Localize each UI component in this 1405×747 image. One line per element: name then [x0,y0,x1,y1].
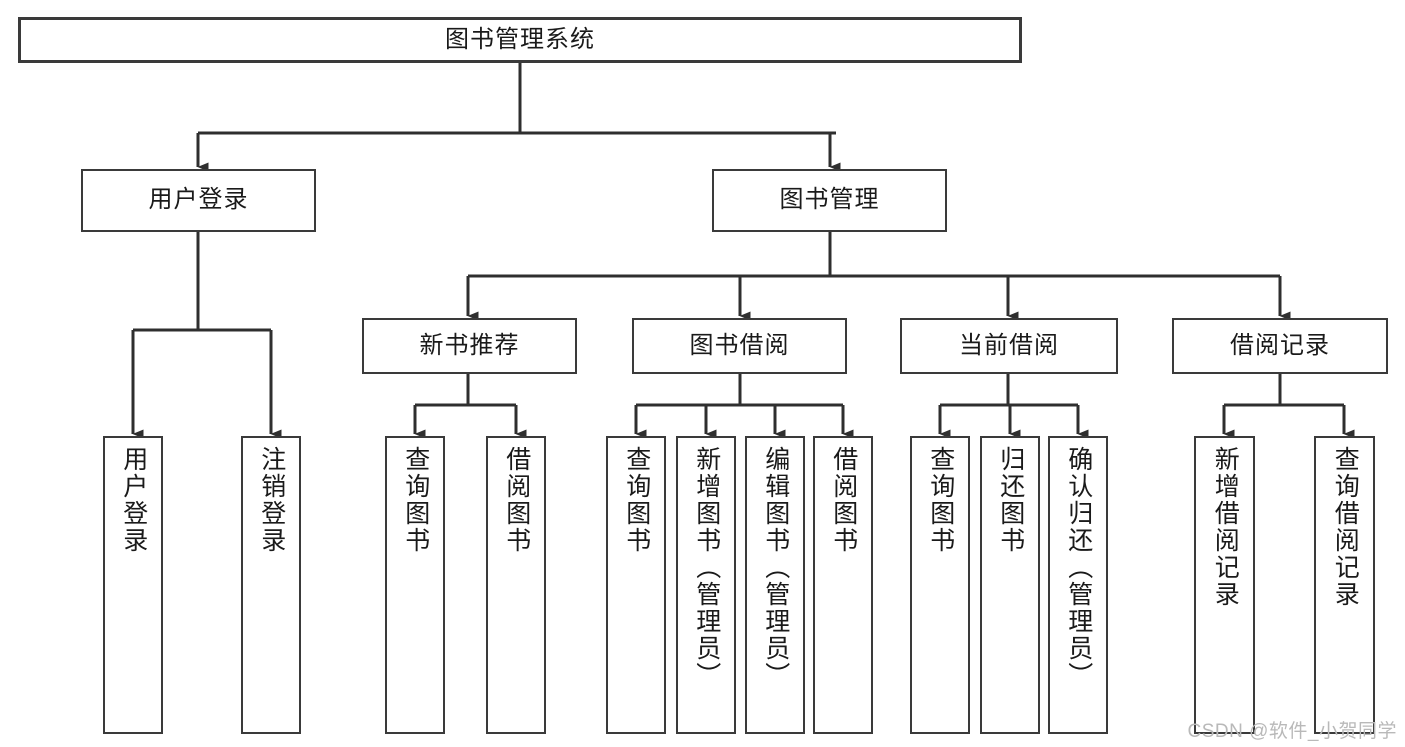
leaf-label: 新增图书（管理员） [692,446,721,689]
leaf-user-login-signin[interactable]: 用户登录 [103,436,163,734]
leaf-label: 归还图书 [996,446,1025,554]
leaf-label: 借阅图书 [829,446,858,554]
leaf-label: 确认归还（管理员） [1064,446,1093,689]
leaf-label: 借阅图书 [502,446,531,554]
node-new-book-recommend[interactable]: 新书推荐 [362,318,577,374]
leaf-borrow-record-query[interactable]: 查询借阅记录 [1314,436,1375,734]
node-user-login[interactable]: 用户登录 [81,169,316,232]
node-root-label: 图书管理系统 [445,25,595,53]
leaf-label: 注销登录 [257,446,286,554]
node-book-management-label: 图书管理 [779,186,880,214]
leaf-label: 编辑图书（管理员） [761,446,790,689]
leaf-new-book-query[interactable]: 查询图书 [385,436,445,734]
leaf-current-borrow-query[interactable]: 查询图书 [910,436,970,734]
node-root[interactable]: 图书管理系统 [18,17,1022,63]
leaf-book-borrow-borrow[interactable]: 借阅图书 [813,436,873,734]
leaf-label: 查询图书 [622,446,651,554]
leaf-new-book-borrow[interactable]: 借阅图书 [486,436,546,734]
node-current-borrow[interactable]: 当前借阅 [900,318,1118,374]
node-user-login-label: 用户登录 [148,186,249,214]
watermark: CSDN @软件_小贺同学 [1187,721,1397,742]
leaf-book-borrow-edit[interactable]: 编辑图书（管理员） [745,436,805,734]
node-book-borrow[interactable]: 图书借阅 [632,318,847,374]
leaf-label: 查询图书 [926,446,955,554]
node-new-book-recommend-label: 新书推荐 [419,331,520,359]
leaf-current-borrow-return[interactable]: 归还图书 [980,436,1040,734]
leaf-label: 查询借阅记录 [1331,446,1360,608]
node-borrow-record-label: 借阅记录 [1230,331,1330,359]
leaf-current-borrow-confirm[interactable]: 确认归还（管理员） [1048,436,1108,734]
leaf-label: 查询图书 [401,446,430,554]
leaf-user-login-signout[interactable]: 注销登录 [241,436,301,734]
node-borrow-record[interactable]: 借阅记录 [1172,318,1388,374]
leaf-book-borrow-query[interactable]: 查询图书 [606,436,666,734]
node-book-management[interactable]: 图书管理 [712,169,947,232]
leaf-book-borrow-add[interactable]: 新增图书（管理员） [676,436,736,734]
leaf-label: 新增借阅记录 [1211,446,1240,608]
leaf-borrow-record-add[interactable]: 新增借阅记录 [1194,436,1255,734]
node-current-borrow-label: 当前借阅 [959,331,1059,359]
node-book-borrow-label: 图书借阅 [689,331,790,359]
leaf-label: 用户登录 [119,446,148,554]
